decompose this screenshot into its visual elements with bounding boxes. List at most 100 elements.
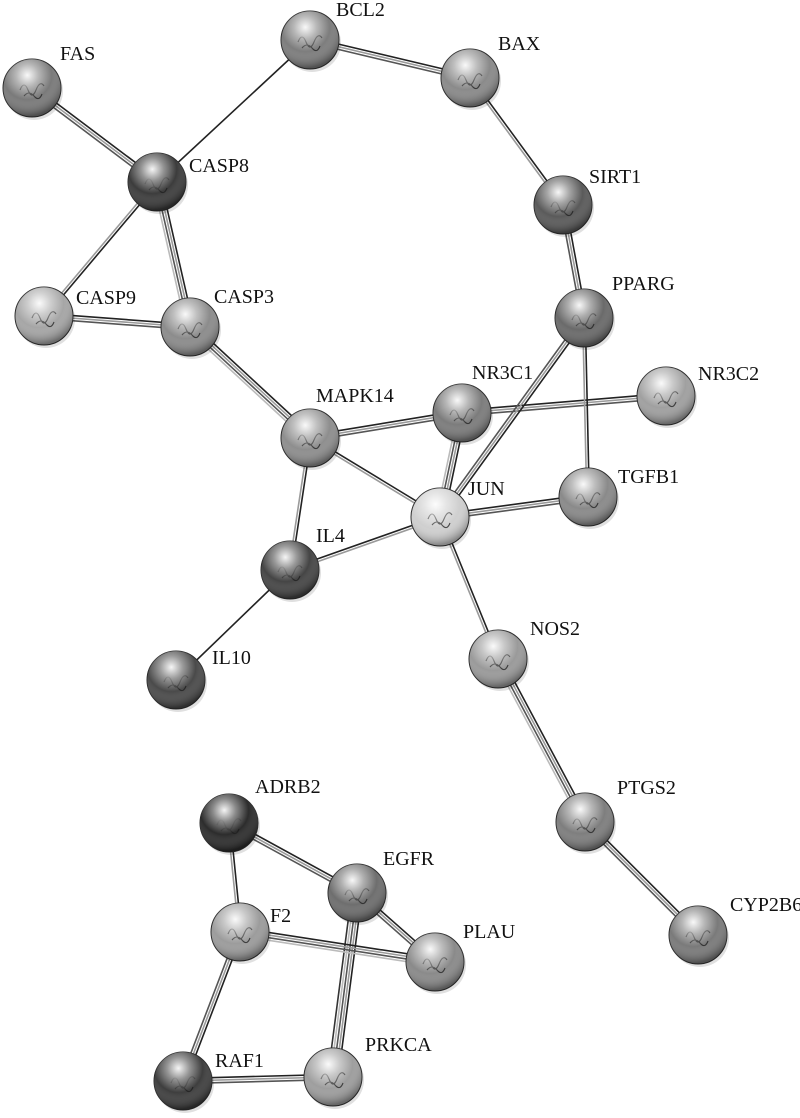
- node-label-jun: JUN: [468, 478, 505, 500]
- edge-strand: [327, 892, 353, 1077]
- node-label-f2: F2: [270, 905, 291, 927]
- node-casp8[interactable]: [127, 152, 188, 214]
- edge-strand: [334, 893, 361, 1078]
- node-highlight: [406, 933, 464, 991]
- node-nos2[interactable]: [468, 629, 529, 691]
- node-label-il10: IL10: [212, 647, 251, 669]
- edge-strand: [240, 929, 436, 962]
- edge-nr3c1-nr3c2: [461, 392, 667, 417]
- node-label-bax: BAX: [498, 33, 541, 55]
- edge-nos2-ptgs2: [493, 656, 590, 825]
- edge-strand: [493, 660, 583, 825]
- node-egfr[interactable]: [327, 863, 388, 925]
- node-label-nos2: NOS2: [530, 618, 580, 640]
- node-label-casp3: CASP3: [214, 286, 274, 308]
- node-nr3c2[interactable]: [636, 366, 697, 428]
- node-highlight: [128, 153, 186, 211]
- edge-strand: [156, 39, 311, 183]
- edge-strand: [437, 316, 583, 516]
- node-sirt1[interactable]: [533, 175, 594, 237]
- edge-strand: [332, 892, 358, 1078]
- node-label-tgfb1: TGFB1: [618, 466, 679, 488]
- node-label-fas: FAS: [60, 43, 95, 65]
- node-highlight: [441, 49, 499, 107]
- node-highlight: [281, 409, 339, 467]
- edge-strand: [239, 932, 435, 965]
- node-plau[interactable]: [405, 932, 466, 994]
- node-highlight: [534, 176, 592, 234]
- node-highlight: [556, 793, 614, 851]
- node-nr3c1[interactable]: [432, 383, 493, 445]
- node-label-adrb2: ADRB2: [255, 776, 321, 798]
- node-highlight: [15, 287, 73, 345]
- edge-pparg-jun: [437, 316, 587, 519]
- node-label-sirt1: SIRT1: [589, 166, 641, 188]
- edge-strand: [496, 659, 585, 823]
- edge-bcl2-casp8: [156, 39, 311, 183]
- node-label-nr3c2: NR3C2: [698, 363, 759, 385]
- node-casp9[interactable]: [14, 286, 75, 348]
- edge-strand: [461, 392, 666, 412]
- node-highlight: [433, 384, 491, 442]
- node-pparg[interactable]: [554, 288, 615, 350]
- node-label-cyp2b6: CYP2B6: [730, 894, 800, 916]
- node-highlight: [669, 906, 727, 964]
- node-il10[interactable]: [146, 650, 207, 712]
- node-highlight: [559, 468, 617, 526]
- node-bcl2[interactable]: [280, 10, 341, 72]
- node-highlight: [154, 1052, 212, 1110]
- node-highlight: [161, 298, 219, 356]
- edge-strand: [500, 656, 590, 821]
- node-label-casp9: CASP9: [76, 287, 136, 309]
- edge-egfr-prkca: [327, 892, 363, 1078]
- node-highlight: [3, 59, 61, 117]
- node-tgfb1[interactable]: [558, 467, 619, 529]
- node-label-egfr: EGFR: [383, 848, 435, 870]
- node-label-nr3c1: NR3C1: [472, 362, 533, 384]
- node-bax[interactable]: [440, 48, 501, 110]
- node-highlight: [147, 651, 205, 709]
- node-highlight: [281, 11, 339, 69]
- edge-strand: [461, 395, 667, 414]
- node-highlight: [328, 864, 386, 922]
- node-fas[interactable]: [2, 58, 63, 120]
- node-casp3[interactable]: [160, 297, 221, 359]
- edge-strand: [584, 317, 591, 497]
- edge-strand: [337, 893, 363, 1078]
- node-cyp2b6[interactable]: [668, 905, 729, 967]
- node-jun[interactable]: [410, 487, 471, 549]
- edge-strand: [240, 927, 436, 959]
- node-mapk14[interactable]: [280, 408, 341, 470]
- node-label-mapk14: MAPK14: [316, 385, 394, 407]
- edge-strand: [462, 397, 667, 417]
- node-ptgs2[interactable]: [555, 792, 616, 854]
- edge-strand: [239, 935, 435, 967]
- node-label-il4: IL4: [316, 525, 345, 547]
- edge-f2-plau: [239, 927, 436, 967]
- nodes-layer: [2, 10, 729, 1113]
- node-highlight: [211, 903, 269, 961]
- node-f2[interactable]: [210, 902, 271, 964]
- edge-strand: [498, 658, 587, 822]
- node-il4[interactable]: [260, 540, 321, 602]
- node-label-casp8: CASP8: [189, 155, 249, 177]
- node-label-plau: PLAU: [463, 921, 516, 943]
- node-label-bcl2: BCL2: [336, 0, 385, 21]
- node-highlight: [555, 289, 613, 347]
- node-highlight: [469, 630, 527, 688]
- node-highlight: [304, 1048, 362, 1106]
- node-label-ptgs2: PTGS2: [617, 777, 676, 799]
- node-highlight: [200, 794, 258, 852]
- edge-strand: [581, 318, 588, 498]
- node-adrb2[interactable]: [199, 793, 260, 855]
- edge-strand: [329, 892, 356, 1077]
- node-prkca[interactable]: [303, 1047, 364, 1109]
- node-label-pparg: PPARG: [612, 273, 675, 295]
- edge-pparg-tgfb1: [581, 317, 591, 498]
- node-raf1[interactable]: [153, 1051, 214, 1113]
- node-highlight: [261, 541, 319, 599]
- node-label-prkca: PRKCA: [365, 1034, 432, 1056]
- node-highlight: [411, 488, 469, 546]
